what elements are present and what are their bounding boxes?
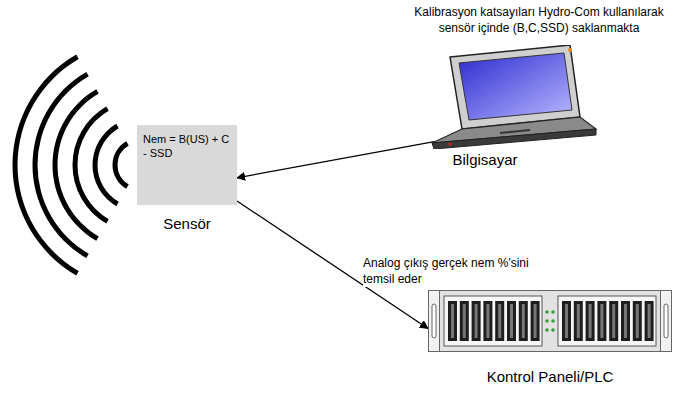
arrow-connector — [237, 142, 434, 178]
wave-arc — [53, 89, 99, 241]
note-text: Kalibrasyon katsayıları Hydro-Com kullan… — [405, 5, 673, 36]
wave-arc — [93, 124, 119, 206]
wave-arc — [32, 72, 88, 258]
node-title: Sensör — [137, 215, 237, 234]
wave-arc — [72, 107, 108, 224]
wave-arc — [112, 141, 128, 189]
laptop-node: Bilgisayar — [420, 45, 598, 170]
node-title: Bilgisayar — [420, 151, 550, 170]
formula-text: Nem = B(US) + C - SSD — [143, 133, 231, 161]
node-title: Kontrol Paneli/PLC — [428, 368, 672, 387]
edge-label: Analog çıkış gerçek nem %'sini temsil ed… — [363, 256, 548, 287]
wave-arc — [13, 55, 79, 276]
sensor-box: Nem = B(US) + C - SSD — [137, 125, 237, 205]
rack-icon — [428, 290, 672, 352]
sensor-node: Nem = B(US) + C - SSD Sensör — [137, 125, 237, 234]
laptop-icon — [420, 45, 598, 149]
rack-node: Kontrol Paneli/PLC — [428, 290, 672, 387]
